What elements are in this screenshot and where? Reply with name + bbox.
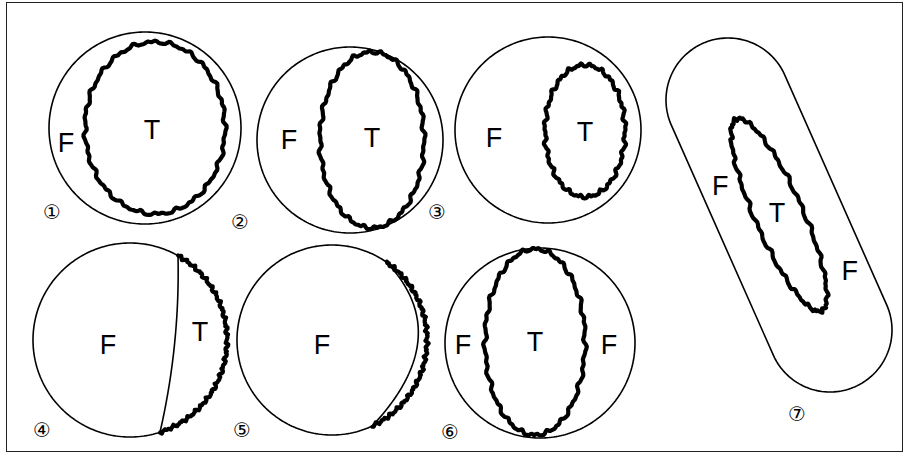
region-letter: T (527, 329, 544, 356)
outer-circle: FT (44, 27, 246, 229)
outer-circle-shape (451, 33, 645, 227)
outline (160, 256, 178, 433)
wavy-outline (544, 64, 626, 199)
outer-circle: FFT (441, 244, 639, 442)
outline (666, 38, 892, 392)
region-letter: T (769, 200, 786, 227)
inner-region: T (540, 60, 630, 202)
frame-border (7, 3, 903, 452)
region-letter: T (577, 119, 594, 146)
outline (445, 248, 635, 438)
wavy-outline (730, 118, 828, 313)
region-letter: F (100, 332, 117, 359)
callout-number: ② (231, 212, 249, 232)
outline (455, 37, 641, 223)
callout-number: ① (43, 202, 61, 222)
inner-region: T (315, 47, 429, 233)
outline (257, 47, 443, 233)
wavy-outline (83, 41, 226, 215)
region-letter: T (144, 117, 161, 144)
region-letter: F (842, 258, 859, 285)
region-letter: F (455, 332, 472, 359)
region-letter: F (601, 332, 618, 359)
region-letter: F (712, 173, 729, 200)
inner-region: T (726, 114, 832, 316)
region-letter: F (58, 130, 75, 157)
outer-circle: F (233, 241, 433, 439)
outer-circle: FT (451, 33, 645, 227)
outer-circle: FT (29, 239, 231, 441)
region-letter: T (192, 319, 209, 346)
region-letter: F (314, 332, 331, 359)
wavy-outline (160, 255, 228, 433)
wavy-outline (483, 248, 587, 435)
inner-region: T (480, 244, 590, 440)
region-letter: F (486, 125, 503, 152)
callout-number: ⑦ (788, 404, 806, 424)
region-letter: T (364, 125, 381, 152)
crescent-region: T (155, 240, 235, 440)
callout-number: ⑤ (233, 420, 251, 440)
outer-capsule: F F T (662, 34, 896, 396)
outer-circle: FT (253, 43, 447, 237)
callout-number: ④ (33, 420, 51, 440)
wavy-outline (372, 262, 428, 427)
outer-circle-shape (233, 241, 433, 439)
outline (49, 32, 241, 224)
callout-number: ⑥ (441, 422, 459, 442)
region-letter: F (281, 127, 298, 154)
wavy-outline (319, 50, 426, 229)
inner-region: T (80, 37, 230, 219)
callout-number: ③ (428, 202, 446, 222)
